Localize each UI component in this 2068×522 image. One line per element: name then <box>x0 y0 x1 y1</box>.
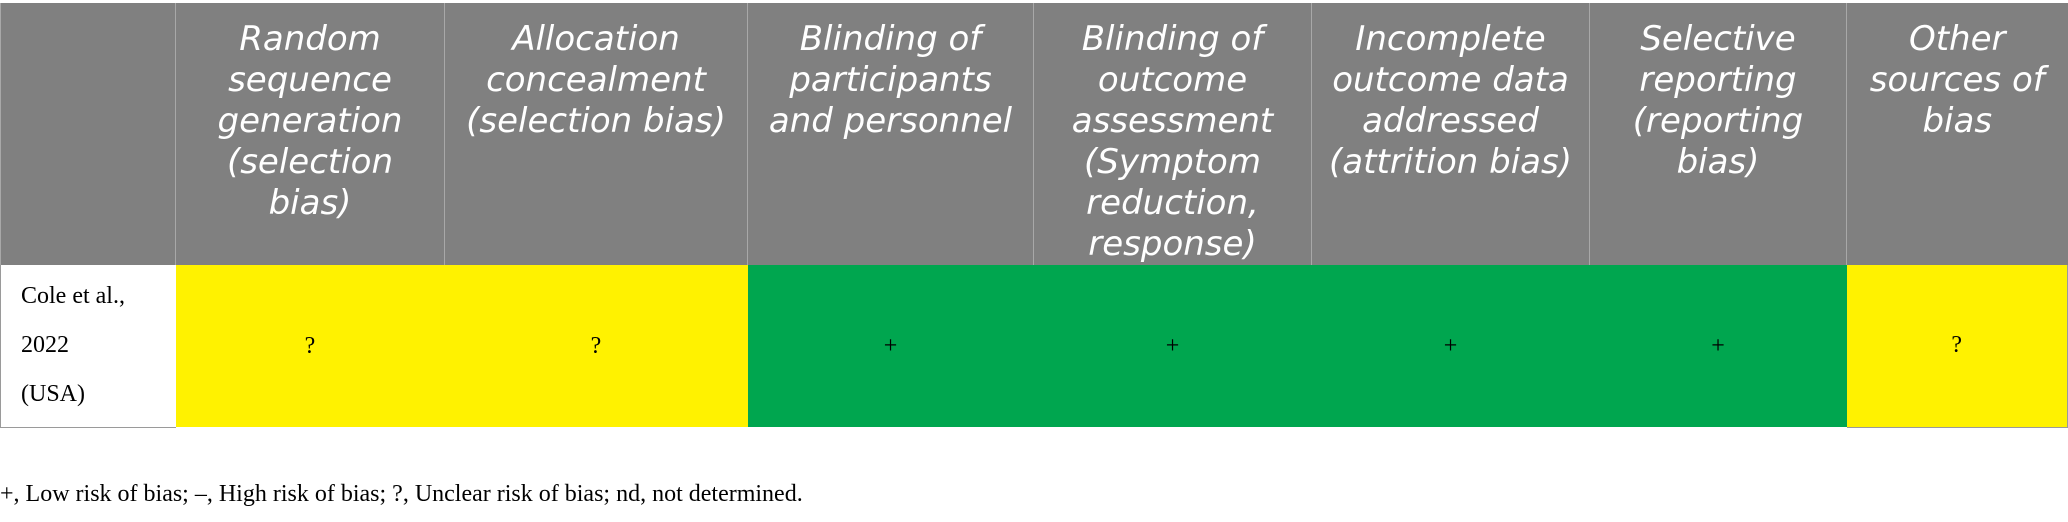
header-cell-study <box>0 3 176 265</box>
rating-cell-blinding-outcome: + <box>1033 265 1312 427</box>
header-selective-reporting: Selective reporting (reporting bias) <box>1589 3 1847 265</box>
header-row: Random sequence generation (selection bi… <box>0 3 2068 265</box>
header-allocation-concealment: Allocation concealment (selection bias) <box>444 3 748 265</box>
rating-cell-incomplete-data: + <box>1311 265 1590 427</box>
header-incomplete-outcome-data: Incomplete outcome data addressed (attri… <box>1311 3 1590 265</box>
rating-cell-blinding-participants: + <box>747 265 1034 427</box>
rating-cell-random-sequence: ? <box>175 265 445 427</box>
table-row: Cole et al., 2022 (USA) ? ? + + + + ? <box>0 265 2068 428</box>
study-cell: Cole et al., 2022 (USA) <box>0 265 176 428</box>
study-country-line: (USA) <box>21 381 85 408</box>
header-blinding-outcome-assessment: Blinding of outcome assessment (Symptom … <box>1033 3 1312 265</box>
table-footnote: +, Low risk of bias; –, High risk of bia… <box>0 481 803 507</box>
header-blinding-participants: Blinding of participants and personnel <box>747 3 1034 265</box>
header-random-sequence-generation: Random sequence generation (selection bi… <box>175 3 445 265</box>
rating-cell-selective-reporting: + <box>1589 265 1847 427</box>
study-year-line: 2022 <box>21 332 69 359</box>
header-other-sources: Other sources of bias <box>1846 3 2068 265</box>
study-name-line: Cole et al., <box>21 283 125 310</box>
risk-of-bias-table: Random sequence generation (selection bi… <box>0 3 2068 428</box>
rating-cell-other-sources: ? <box>1846 265 2068 428</box>
rating-cell-allocation: ? <box>444 265 748 427</box>
